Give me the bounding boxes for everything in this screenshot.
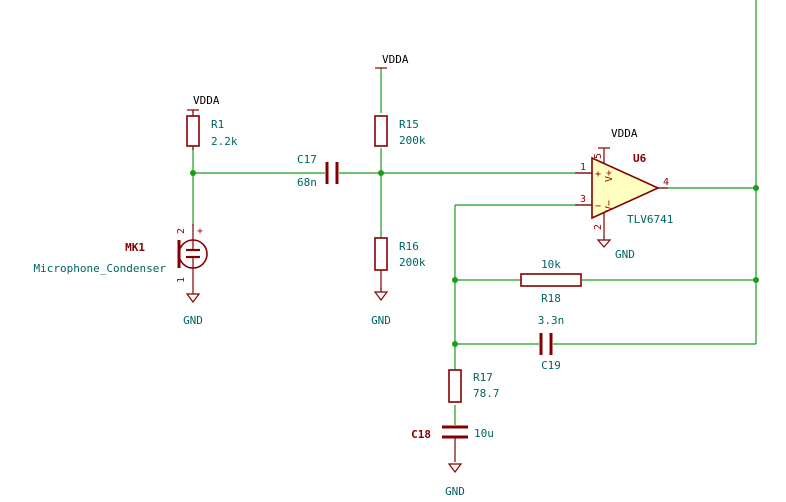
u6-minus-sign: − (595, 201, 601, 212)
vdda-symbol-r1: VDDA (187, 94, 220, 111)
resistor-r1[interactable]: R1 2.2k (186, 110, 238, 150)
u6-value: TLV6741 (627, 213, 673, 226)
c19-value: 3.3n (538, 314, 565, 327)
u6-pin-5: 5 (593, 153, 604, 159)
u6-pin-4: 4 (663, 177, 669, 188)
u6-pin-1: 1 (580, 162, 586, 173)
opamp-u6[interactable]: 1 3 4 5 2 + − V+ V− U6 TLV6741 (575, 148, 673, 238)
gnd-label: GND (183, 314, 203, 327)
junction-dot (378, 170, 384, 176)
gnd-symbol-mk1: GND (183, 286, 203, 327)
resistor-r16[interactable]: R16 200k (374, 237, 426, 290)
u6-ref: U6 (633, 152, 647, 165)
vdda-label: VDDA (193, 94, 220, 107)
r16-value: 200k (399, 256, 426, 269)
vdda-label: VDDA (611, 127, 638, 140)
gnd-label: GND (371, 314, 391, 327)
gnd-symbol-r16: GND (371, 288, 391, 327)
c18-value: 10u (474, 427, 494, 440)
mk1-pin-1: 1 (176, 277, 187, 283)
resistor-r18[interactable]: 10k R18 (520, 258, 582, 305)
c18-ref: C18 (411, 428, 431, 441)
r15-value: 200k (399, 134, 426, 147)
u6-vplus-label: V+ (604, 170, 615, 182)
c19-ref: C19 (541, 359, 561, 372)
gnd-label: GND (615, 248, 635, 261)
capacitor-c17[interactable]: C17 68n (297, 153, 339, 189)
gnd-symbol-c18: GND (445, 463, 465, 498)
microphone-mk1[interactable]: 2 + 1 MK1 Microphone_Condenser (34, 224, 208, 286)
junction-dot (452, 277, 458, 283)
capacitor-c19[interactable]: 3.3n C19 (538, 314, 565, 372)
junction-dot (753, 185, 759, 191)
u6-pin-3: 3 (580, 194, 586, 205)
junction-dot (753, 277, 759, 283)
vdda-symbol-r15: VDDA (375, 53, 409, 69)
c17-ref: C17 (297, 153, 317, 166)
u6-vminus-label: V− (604, 200, 615, 212)
u6-pin-2: 2 (593, 224, 604, 230)
mk1-plus: + (197, 226, 203, 237)
r17-value: 78.7 (473, 387, 500, 400)
gnd-symbol-u6: GND (596, 238, 635, 261)
mk1-ref: MK1 (125, 241, 145, 254)
u6-plus-sign: + (595, 169, 601, 180)
c17-value: 68n (297, 176, 317, 189)
vdda-symbol-u6: VDDA (598, 127, 638, 149)
mk1-value: Microphone_Condenser (34, 262, 167, 275)
r18-ref: R18 (541, 292, 561, 305)
r15-ref: R15 (399, 118, 419, 131)
resistor-r17[interactable]: R17 78.7 (448, 369, 500, 403)
r16-ref: R16 (399, 240, 419, 253)
gnd-label: GND (445, 485, 465, 498)
junction-dot (452, 341, 458, 347)
vdda-label: VDDA (382, 53, 409, 66)
resistor-r15[interactable]: R15 200k (374, 115, 426, 147)
capacitor-c18[interactable]: C18 10u (411, 425, 494, 462)
r17-ref: R17 (473, 371, 493, 384)
r18-value: 10k (541, 258, 561, 271)
mk1-pin-2: 2 (176, 228, 187, 234)
junction-dot (190, 170, 196, 176)
junctions (190, 170, 759, 347)
r1-ref: R1 (211, 118, 224, 131)
wires (192, 0, 757, 425)
r1-value: 2.2k (211, 135, 238, 148)
